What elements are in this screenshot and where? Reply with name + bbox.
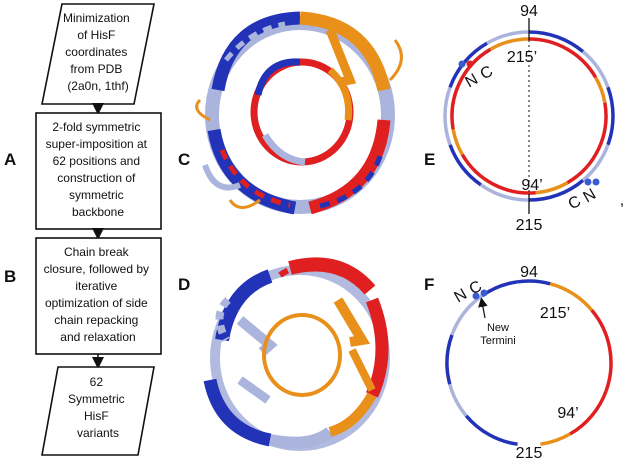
- panel-label-e: E: [424, 150, 435, 169]
- panel-label-d: D: [178, 275, 190, 294]
- flow-step-3-shape: [35, 237, 162, 355]
- flow-step-3-line: closure, followed by: [44, 262, 149, 276]
- flow-step-2-line: super-imposition at: [46, 137, 148, 151]
- ring-segment: [445, 334, 454, 385]
- ring-segment: [486, 30, 530, 45]
- ring-segment: [464, 414, 518, 446]
- ring-segment: [528, 37, 598, 79]
- label-c-top: C: [477, 63, 496, 84]
- flowchart: Minimization of HisF coordinates from PD…: [35, 3, 162, 456]
- inner-ring: [450, 37, 608, 195]
- ring-segment: [479, 183, 530, 202]
- ring-segment: [594, 76, 607, 103]
- flow-step-2-line: symmetric: [69, 188, 124, 202]
- flow-step-1-line: from PDB: [70, 62, 122, 76]
- flow-step-1-line: of HisF: [77, 28, 115, 42]
- ring-segment: [448, 383, 468, 417]
- ring-segment: [528, 178, 585, 202]
- flow-step-4-line: variants: [77, 426, 119, 440]
- circular-map-e: 94 215 215’ 94’ N C C N ,: [443, 3, 624, 234]
- terminus-dot-n: [458, 60, 466, 68]
- stray-mark: ,: [620, 192, 624, 209]
- flow-step-1-line: (2a0n, 1thf): [67, 79, 128, 93]
- label-94: 94: [520, 264, 538, 281]
- label-c-bottom: C: [565, 193, 584, 214]
- ring-segment: [535, 181, 569, 195]
- flow-step-2-text: 2-fold symmetric super-imposition at 62 …: [46, 120, 151, 219]
- flow-step-1-text: Minimization of HisF coordinates from PD…: [63, 11, 133, 93]
- permuted-ring: [445, 279, 613, 446]
- label-n: N: [451, 286, 470, 307]
- label-215: 215: [516, 445, 543, 462]
- ring-segment: [528, 30, 585, 54]
- protein-structure-c: [195, 11, 403, 215]
- termini-arrow: [478, 297, 488, 319]
- label-94-prime: 94’: [557, 405, 578, 422]
- ring-segment: [590, 309, 613, 392]
- terminus-dot-c: [480, 289, 488, 297]
- ring-segment: [450, 47, 492, 130]
- flow-step-2-line: construction of: [57, 171, 136, 185]
- ring-segment: [581, 50, 610, 88]
- flow-step-3-line: chain repacking: [54, 313, 138, 327]
- label-215-prime: 215’: [507, 49, 537, 66]
- flow-step-3-line: and relaxation: [60, 330, 135, 344]
- ring-segment: [517, 279, 551, 286]
- flow-step-2-line: backbone: [72, 205, 124, 219]
- flow-step-2-line: 62 positions and: [53, 154, 140, 168]
- terminus-dot-c: [466, 60, 474, 68]
- panel-label-a: A: [4, 150, 16, 169]
- ring-segment: [448, 144, 482, 187]
- panel-label-c: C: [178, 150, 190, 169]
- flow-step-4-line: HisF: [84, 409, 109, 423]
- flow-step-2-shape: [35, 112, 162, 230]
- label-215: 215: [516, 217, 543, 234]
- ring-segment: [549, 282, 594, 312]
- flow-step-3-line: Chain break: [64, 245, 130, 259]
- terminus-dot-n: [472, 292, 480, 300]
- flow-step-4-text: 62 Symmetric HisF variants: [68, 375, 128, 440]
- flow-step-4-line: 62: [90, 375, 104, 389]
- ring-segment: [581, 144, 610, 182]
- ring-segment: [443, 86, 452, 146]
- ring-segment: [566, 102, 608, 185]
- terminus-dot-n2: [592, 178, 600, 186]
- ring-segment: [489, 37, 530, 51]
- flow-step-2-line: 2-fold symmetric: [52, 120, 140, 134]
- flow-step-3-line: iterative: [75, 279, 117, 293]
- label-94: 94: [520, 3, 538, 20]
- flow-step-4-shape: [41, 366, 155, 456]
- ring-segment: [606, 86, 615, 146]
- label-n-bottom: N: [580, 186, 599, 207]
- termini-label-line1: New: [487, 322, 509, 334]
- panel-label-f: F: [424, 275, 434, 294]
- ring-segment: [540, 432, 571, 446]
- ring-segment: [451, 129, 464, 156]
- protein-structure-d: [203, 257, 390, 451]
- label-215-prime: 215’: [540, 305, 570, 322]
- flow-step-1-shape: [41, 3, 155, 105]
- panel-label-b: B: [4, 267, 16, 286]
- flow-step-4-line: Symmetric: [68, 392, 125, 406]
- flow-step-3-line: optimization of side: [45, 296, 148, 310]
- label-n-top: N: [462, 71, 481, 92]
- flow-step-1-line: coordinates: [65, 45, 127, 59]
- label-94-prime: 94’: [521, 177, 542, 194]
- terminus-dot-c2: [584, 178, 592, 186]
- flow-step-1-line: Minimization: [63, 11, 130, 25]
- ring-segment: [460, 153, 536, 195]
- flow-step-3-text: Chain break closure, followed by iterati…: [44, 245, 153, 344]
- termini-label-line2: Termini: [480, 335, 515, 347]
- circular-map-f: 94 215 215’ 94’ N C New Termini: [445, 264, 613, 462]
- ring-segment: [569, 390, 608, 436]
